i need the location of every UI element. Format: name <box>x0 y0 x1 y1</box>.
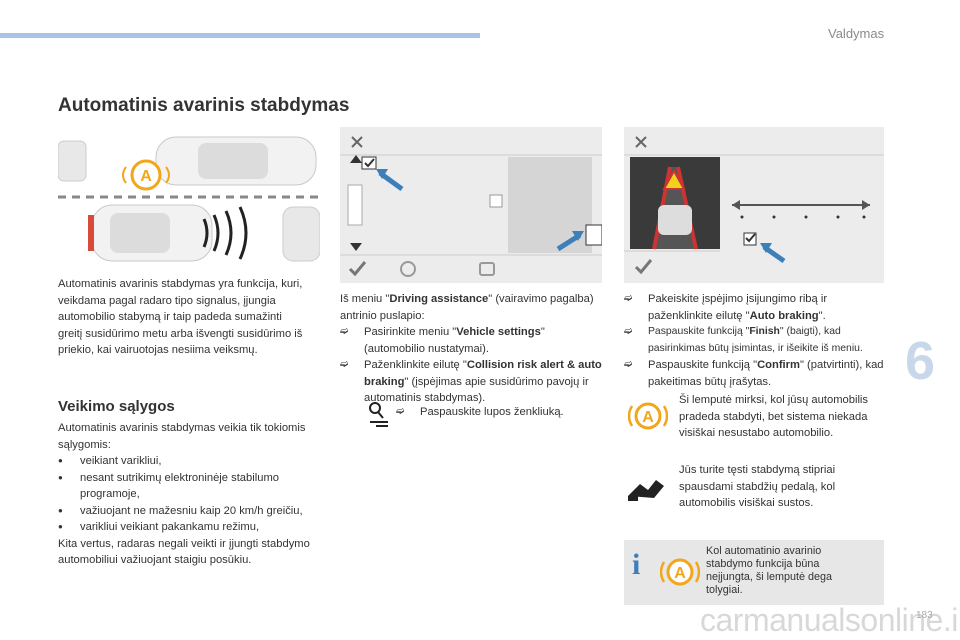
intro-text: Automatinis avarinis stabdymas yra funkc… <box>58 278 303 356</box>
arrow-right-icon: ➫ <box>396 406 405 417</box>
conditions-block: Automatinis avarinis stabdymas veikia ti… <box>58 420 320 569</box>
header-bar <box>0 33 480 38</box>
arrow-right-icon: ➫ <box>624 359 633 370</box>
vehicle-settings-label: Vehicle settings <box>456 326 541 338</box>
step-magnifier: ➫ Paspauskite lupos ženkliuką. <box>396 404 620 421</box>
arrow-right-icon: ➫ <box>340 326 349 337</box>
warning-lamp-icon: A <box>627 398 669 434</box>
step-text-post: " (baigti), kad pasirinkimas būtų įsimin… <box>648 326 863 354</box>
arrow-right-icon: ➫ <box>624 293 633 304</box>
step-confirm: ➫ Paspauskite funkciją "Confirm" (patvir… <box>624 357 886 390</box>
svg-text:A: A <box>140 168 152 185</box>
right-steps: ➫ Pakeiskite įspėjimo įsijungimo ribą ir… <box>624 291 886 390</box>
threshold-screen-illustration <box>624 127 884 283</box>
condition-item: varikliui veikiant pakankamu režimu, <box>58 519 320 536</box>
arrow-right-icon: ➫ <box>340 359 349 370</box>
svg-text:A: A <box>642 409 654 426</box>
conditions-heading: Veikimo sąlygos <box>58 398 175 415</box>
info-icon: i <box>632 548 641 581</box>
conditions-tail: Kita vertus, radaras negali veikti ir įj… <box>58 537 310 567</box>
conditions-lead: Automatinis avarinis stabdymas veikia ti… <box>58 422 306 451</box>
step-text-post: " (automobilio nustatymai). <box>364 326 545 355</box>
chapter-number: 6 <box>905 331 936 391</box>
svg-text:A: A <box>674 565 686 582</box>
step-auto-braking: ➫ Pakeiskite įspėjimo įsijungimo ribą ir… <box>624 291 886 324</box>
step-text-post: " (įspėjimas apie susidūrimo pavojų ir a… <box>364 375 589 405</box>
collision-alert-label: Collision risk alert & auto braking <box>364 359 602 388</box>
watermark: carmanualsonline.info <box>700 602 960 638</box>
page-number: 183 <box>916 610 933 621</box>
pedal-text: Jūs turite tęsti stabdymą stipriai spaus… <box>679 464 836 509</box>
arrow-right-icon: ➫ <box>624 326 633 337</box>
section-title: Valdymas <box>828 26 885 41</box>
step-text-pre: Paspauskite funkciją " <box>648 326 750 337</box>
step-text-pre: Pasirinkite meniu " <box>364 326 457 338</box>
lamp-text: Ši lemputė mirksi, kol jūsų automobilis … <box>679 394 869 439</box>
middle-intro-post: " (vairavimo pagalba) antrinio puslapio: <box>340 293 594 322</box>
finish-label: Finish <box>749 326 780 337</box>
settings-screen-illustration <box>340 127 602 283</box>
condition-item: važiuojant ne mažesniu kaip 20 km/h grei… <box>58 503 320 520</box>
note-text: Kol automatinio avarinio stabdymo funkci… <box>706 545 833 596</box>
step-collision-alert: ➫ Paženklinkite eilutę "Collision risk a… <box>340 357 602 407</box>
magnifier-icon <box>368 400 388 430</box>
step-text-pre: Paspauskite funkciją " <box>648 359 758 371</box>
warning-lamp-icon: A <box>659 554 701 590</box>
confirm-label: Confirm <box>757 359 800 371</box>
middle-text: Iš meniu "Driving assistance" (vairavimo… <box>340 291 602 407</box>
auto-braking-label: Auto braking <box>749 309 819 322</box>
step-text-post: " (patvirtinti), kad pakeitimas būtų įra… <box>648 359 884 388</box>
middle-intro: Iš meniu "Driving assistance" (vairavimo… <box>340 291 602 324</box>
step-text-pre: Paženklinkite eilutę " <box>364 359 467 371</box>
brake-pedal-icon <box>626 476 666 502</box>
step-text-pre: Pakeiskite įspėjimo įsijungimo ribą ir p… <box>648 293 828 322</box>
step-magnifier-text: Paspauskite lupos ženkliuką. <box>420 406 564 418</box>
driving-assistance-label: Driving assistance <box>389 293 489 305</box>
step-text-post: ". <box>818 309 826 322</box>
conditions-list: veikiant varikliui, nesant sutrikimų ele… <box>58 453 320 536</box>
condition-item: veikiant varikliui, <box>58 453 320 470</box>
condition-item: nesant sutrikimų elektroninėje stabilumo… <box>58 470 320 503</box>
middle-intro-pre: Iš meniu " <box>340 293 390 305</box>
step-vehicle-settings: ➫ Pasirinkite meniu "Vehicle settings" (… <box>340 324 602 357</box>
page-title: Automatinis avarinis stabdymas <box>58 95 350 116</box>
step-finish: ➫ Paspauskite funkciją "Finish" (baigti)… <box>624 324 886 357</box>
radar-illustration: A <box>58 127 320 265</box>
note-box: i A Kol automatinio avarinio stabdymo fu… <box>624 540 884 605</box>
